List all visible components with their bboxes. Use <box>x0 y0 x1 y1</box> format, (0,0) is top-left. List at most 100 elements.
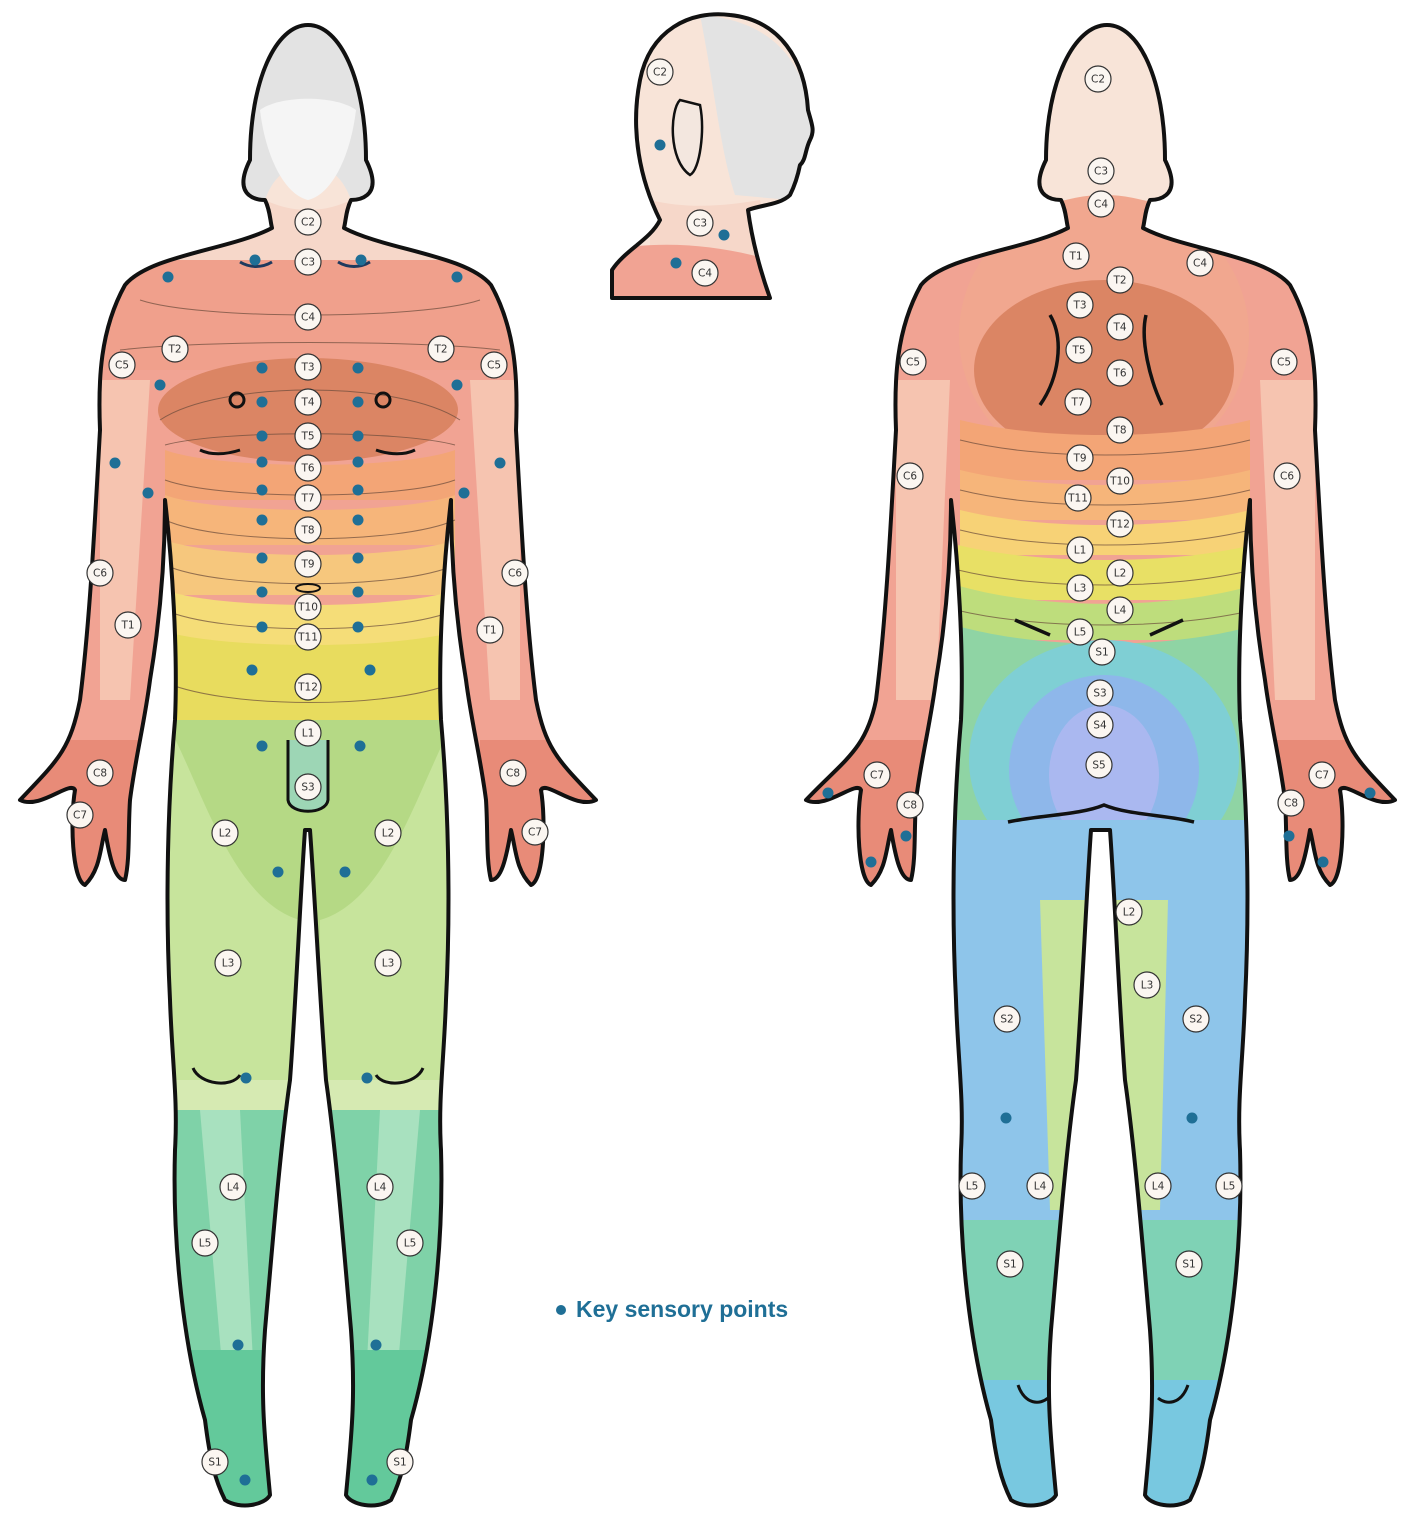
back-label-c5: C5 <box>1277 357 1291 369</box>
legend: Key sensory points <box>556 1296 788 1323</box>
key-sensory-point <box>671 258 682 269</box>
back-label-s1: S1 <box>1182 1259 1195 1271</box>
key-sensory-point <box>257 587 268 598</box>
front-label-t4: T4 <box>300 397 314 409</box>
back-label-l5: L5 <box>966 1181 979 1193</box>
key-sensory-point <box>257 431 268 442</box>
back-label-t11: T11 <box>1067 493 1088 505</box>
front-label-s1: S1 <box>393 1457 406 1469</box>
key-sensory-point <box>1187 1113 1198 1124</box>
key-sensory-point <box>355 741 366 752</box>
back-label-l5: L5 <box>1074 627 1087 639</box>
front-label-c3: C3 <box>301 257 315 269</box>
back-label-c6: C6 <box>903 471 917 483</box>
front-label-l4: L4 <box>374 1182 387 1194</box>
front-label-s3: S3 <box>301 782 314 794</box>
key-sensory-point <box>257 397 268 408</box>
key-sensory-point <box>823 788 834 799</box>
front-label-t7: T7 <box>300 493 314 505</box>
key-sensory-point <box>353 457 364 468</box>
back-label-l5: L5 <box>1223 1181 1236 1193</box>
front-label-t1: T1 <box>120 620 134 632</box>
front-label-t1: T1 <box>482 625 496 637</box>
head-label-c4: C4 <box>698 268 712 280</box>
front-label-t6: T6 <box>300 463 314 475</box>
back-label-s4: S4 <box>1093 720 1107 732</box>
back-label-s1: S1 <box>1095 647 1108 659</box>
back-label-c7: C7 <box>870 770 884 782</box>
back-label-c8: C8 <box>1284 798 1298 810</box>
key-sensory-point <box>1365 788 1376 799</box>
front-label-c5: C5 <box>487 360 501 372</box>
key-sensory-point <box>250 255 261 266</box>
back-label-s1: S1 <box>1003 1259 1016 1271</box>
front-label-l2: L2 <box>382 828 395 840</box>
key-sensory-point <box>353 553 364 564</box>
legend-label: Key sensory points <box>576 1296 788 1323</box>
back-label-c2: C2 <box>1091 74 1105 86</box>
key-sensory-point <box>353 485 364 496</box>
back-label-l4: L4 <box>1152 1181 1165 1193</box>
key-sensory-point <box>655 140 666 151</box>
front-label-l2: L2 <box>219 828 232 840</box>
key-sensory-point <box>452 380 463 391</box>
back-label-t12: T12 <box>1109 519 1130 531</box>
front-label-c6: C6 <box>93 568 107 580</box>
key-sensory-point <box>233 1340 244 1351</box>
key-sensory-point <box>353 515 364 526</box>
key-sensory-point <box>241 1073 252 1084</box>
key-sensory-point <box>866 857 877 868</box>
key-sensory-point <box>901 831 912 842</box>
key-sensory-point <box>459 488 470 499</box>
key-sensory-point <box>257 553 268 564</box>
key-sensory-point <box>367 1475 378 1486</box>
back-label-t2: T2 <box>1112 275 1126 287</box>
front-label-t12: T12 <box>297 682 318 694</box>
front-label-c7: C7 <box>73 810 87 822</box>
back-label-l2: L2 <box>1123 907 1136 919</box>
key-sensory-point <box>257 457 268 468</box>
key-sensory-point <box>143 488 154 499</box>
key-sensory-point <box>257 485 268 496</box>
key-sensory-point <box>356 255 367 266</box>
front-label-c8: C8 <box>506 768 520 780</box>
back-label-l3: L3 <box>1141 980 1154 992</box>
front-label-t10: T10 <box>297 602 318 614</box>
back-label-l3: L3 <box>1074 583 1087 595</box>
key-sensory-point <box>353 397 364 408</box>
back-label-t1: T1 <box>1068 251 1082 263</box>
key-point-legend-marker <box>556 1305 566 1315</box>
back-label-t9: T9 <box>1072 453 1086 465</box>
key-sensory-point <box>257 363 268 374</box>
head-label-c2: C2 <box>653 67 667 79</box>
front-label-l1: L1 <box>302 728 315 740</box>
back-label-c4: C4 <box>1193 258 1207 270</box>
back-label-l4: L4 <box>1034 1181 1047 1193</box>
key-sensory-point <box>155 380 166 391</box>
key-sensory-point <box>719 230 730 241</box>
front-label-t9: T9 <box>300 559 314 571</box>
front-label-l3: L3 <box>222 958 235 970</box>
key-sensory-point <box>340 867 351 878</box>
back-label-l2: L2 <box>1114 568 1127 580</box>
front-label-s1: S1 <box>208 1457 221 1469</box>
front-label-c8: C8 <box>93 768 107 780</box>
key-sensory-point <box>1284 831 1295 842</box>
back-label-c7: C7 <box>1315 770 1329 782</box>
back-label-t7: T7 <box>1070 397 1084 409</box>
front-label-c4: C4 <box>301 312 315 324</box>
front-label-t2: T2 <box>433 344 447 356</box>
key-sensory-point <box>163 272 174 283</box>
back-label-c4: C4 <box>1094 199 1108 211</box>
back-label-t4: T4 <box>1112 322 1126 334</box>
front-label-c6: C6 <box>508 568 522 580</box>
back-label-t6: T6 <box>1112 368 1126 380</box>
front-label-l4: L4 <box>227 1182 240 1194</box>
key-sensory-point <box>1001 1113 1012 1124</box>
back-label-s2: S2 <box>1000 1014 1013 1026</box>
head-label-c3: C3 <box>693 218 707 230</box>
back-label-s5: S5 <box>1092 760 1105 772</box>
back-label-s3: S3 <box>1093 688 1106 700</box>
